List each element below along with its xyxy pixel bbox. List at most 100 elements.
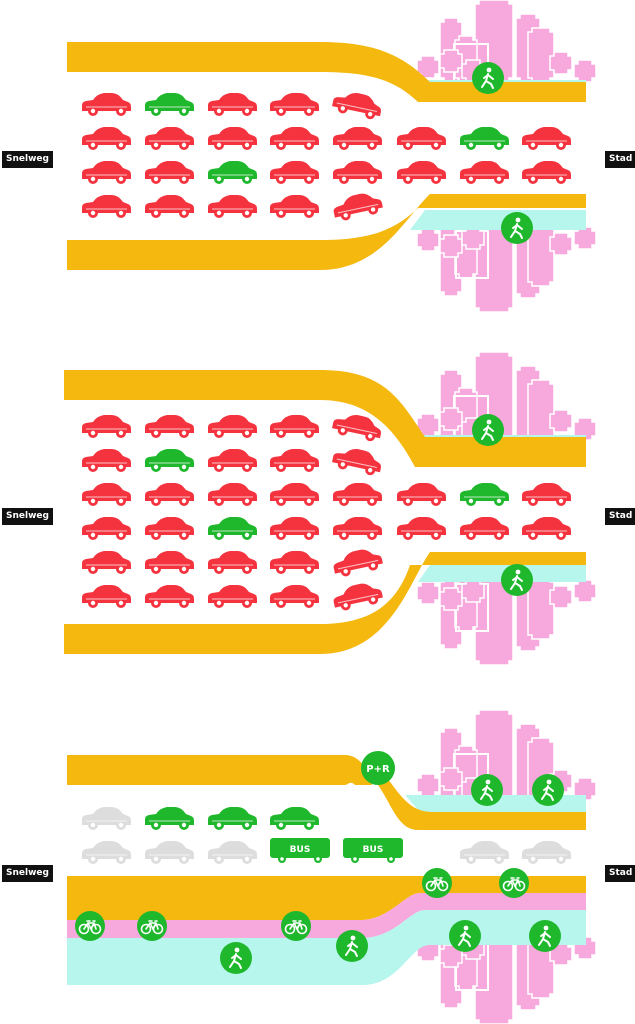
car-icon: [333, 483, 382, 506]
car-icon: [333, 193, 383, 221]
car-icon: [145, 449, 194, 472]
highway-label-1: Snelweg: [2, 151, 53, 168]
bicycle-icon: [422, 868, 452, 898]
car-icon: [208, 161, 257, 184]
walkway: [410, 210, 586, 230]
car-icon: [82, 807, 131, 830]
pedestrian-icon: [449, 920, 481, 952]
car-icon: [270, 161, 319, 184]
car-icon: [208, 449, 257, 472]
pedestrian-icon: [336, 930, 368, 962]
pedestrian-icon: [472, 62, 504, 94]
car-icon: [145, 483, 194, 506]
car-icon: [522, 161, 571, 184]
car-icon: [208, 483, 257, 506]
bicycle-icon: [281, 911, 311, 941]
park-and-ride-icon: P+R: [361, 751, 395, 785]
car-icon: [332, 414, 382, 442]
car-icon: [208, 517, 257, 540]
road-edge-bottom: [64, 552, 586, 654]
car-icon: [270, 807, 319, 830]
car-icon: [145, 841, 194, 864]
car-icon: [82, 127, 131, 150]
city-label-2: Stad: [605, 508, 635, 525]
car-icon: [270, 415, 319, 438]
car-icon: [145, 127, 194, 150]
car-icon: [208, 551, 257, 574]
city-label-3: Stad: [605, 865, 635, 882]
bus-icon: BUS: [270, 838, 330, 863]
car-icon: [522, 841, 571, 864]
car-icon: [145, 195, 194, 218]
car-icon: [208, 93, 257, 116]
road-edge-top-right: [378, 775, 586, 830]
car-icon: [332, 92, 382, 120]
car-icon: [460, 127, 509, 150]
car-icon: [270, 93, 319, 116]
car-icon: [333, 583, 383, 611]
car-icon: [82, 517, 131, 540]
pedestrian-icon: [501, 212, 533, 244]
bus-label: BUS: [363, 845, 384, 855]
car-icon: [270, 517, 319, 540]
bicycle-icon: [137, 911, 167, 941]
bike-lane: [67, 893, 586, 938]
car-icon: [397, 483, 446, 506]
car-icon: [270, 195, 319, 218]
road-edge-top: [67, 755, 372, 785]
car-icon: [333, 517, 382, 540]
pedestrian-icon: [529, 920, 561, 952]
car-icon: [333, 549, 383, 577]
car-icon: [522, 483, 571, 506]
city-buildings: [416, 934, 597, 1024]
car-icon: [82, 449, 131, 472]
road-edge-bottom: [67, 194, 586, 270]
pedestrian-icon: [532, 774, 564, 806]
car-icon: [460, 841, 509, 864]
car-icon: [270, 483, 319, 506]
pedestrian-icon: [220, 942, 252, 974]
car-icon: [333, 127, 382, 150]
car-icon: [82, 161, 131, 184]
bus-icon: BUS: [343, 838, 403, 863]
car-icon: [397, 517, 446, 540]
pedestrian-icon: [501, 564, 533, 596]
car-icon: [82, 195, 131, 218]
road-edge-top: [64, 370, 586, 467]
car-icon: [82, 415, 131, 438]
city-buildings: [416, 709, 597, 801]
walkway: [418, 565, 586, 582]
car-icon: [397, 161, 446, 184]
city-buildings: [416, 351, 597, 441]
car-icon: [82, 841, 131, 864]
city-buildings: [416, 577, 597, 666]
bicycle-icon: [499, 868, 529, 898]
city-label-1: Stad: [605, 151, 635, 168]
car-icon: [145, 517, 194, 540]
car-icon: [208, 807, 257, 830]
car-icon: [270, 449, 319, 472]
bus-label: BUS: [290, 845, 311, 855]
car-icon: [208, 585, 257, 608]
car-icon: [332, 448, 382, 476]
car-icon: [333, 161, 382, 184]
car-icon: [522, 127, 571, 150]
car-icon: [145, 551, 194, 574]
car-icon: [208, 415, 257, 438]
car-icon: [522, 517, 571, 540]
park-and-ride-label: P+R: [366, 764, 390, 775]
car-icon: [208, 127, 257, 150]
car-icon: [82, 551, 131, 574]
pedestrian-icon: [471, 774, 503, 806]
bicycle-icon: [75, 911, 105, 941]
car-icon: [460, 517, 509, 540]
road-main: [67, 876, 586, 920]
highway-label-2: Snelweg: [2, 508, 53, 525]
car-icon: [270, 551, 319, 574]
highway-label-3: Snelweg: [2, 865, 53, 882]
car-icon: [460, 161, 509, 184]
city-buildings: [416, 0, 597, 83]
car-icon: [208, 195, 257, 218]
road-edge-top: [67, 42, 586, 102]
